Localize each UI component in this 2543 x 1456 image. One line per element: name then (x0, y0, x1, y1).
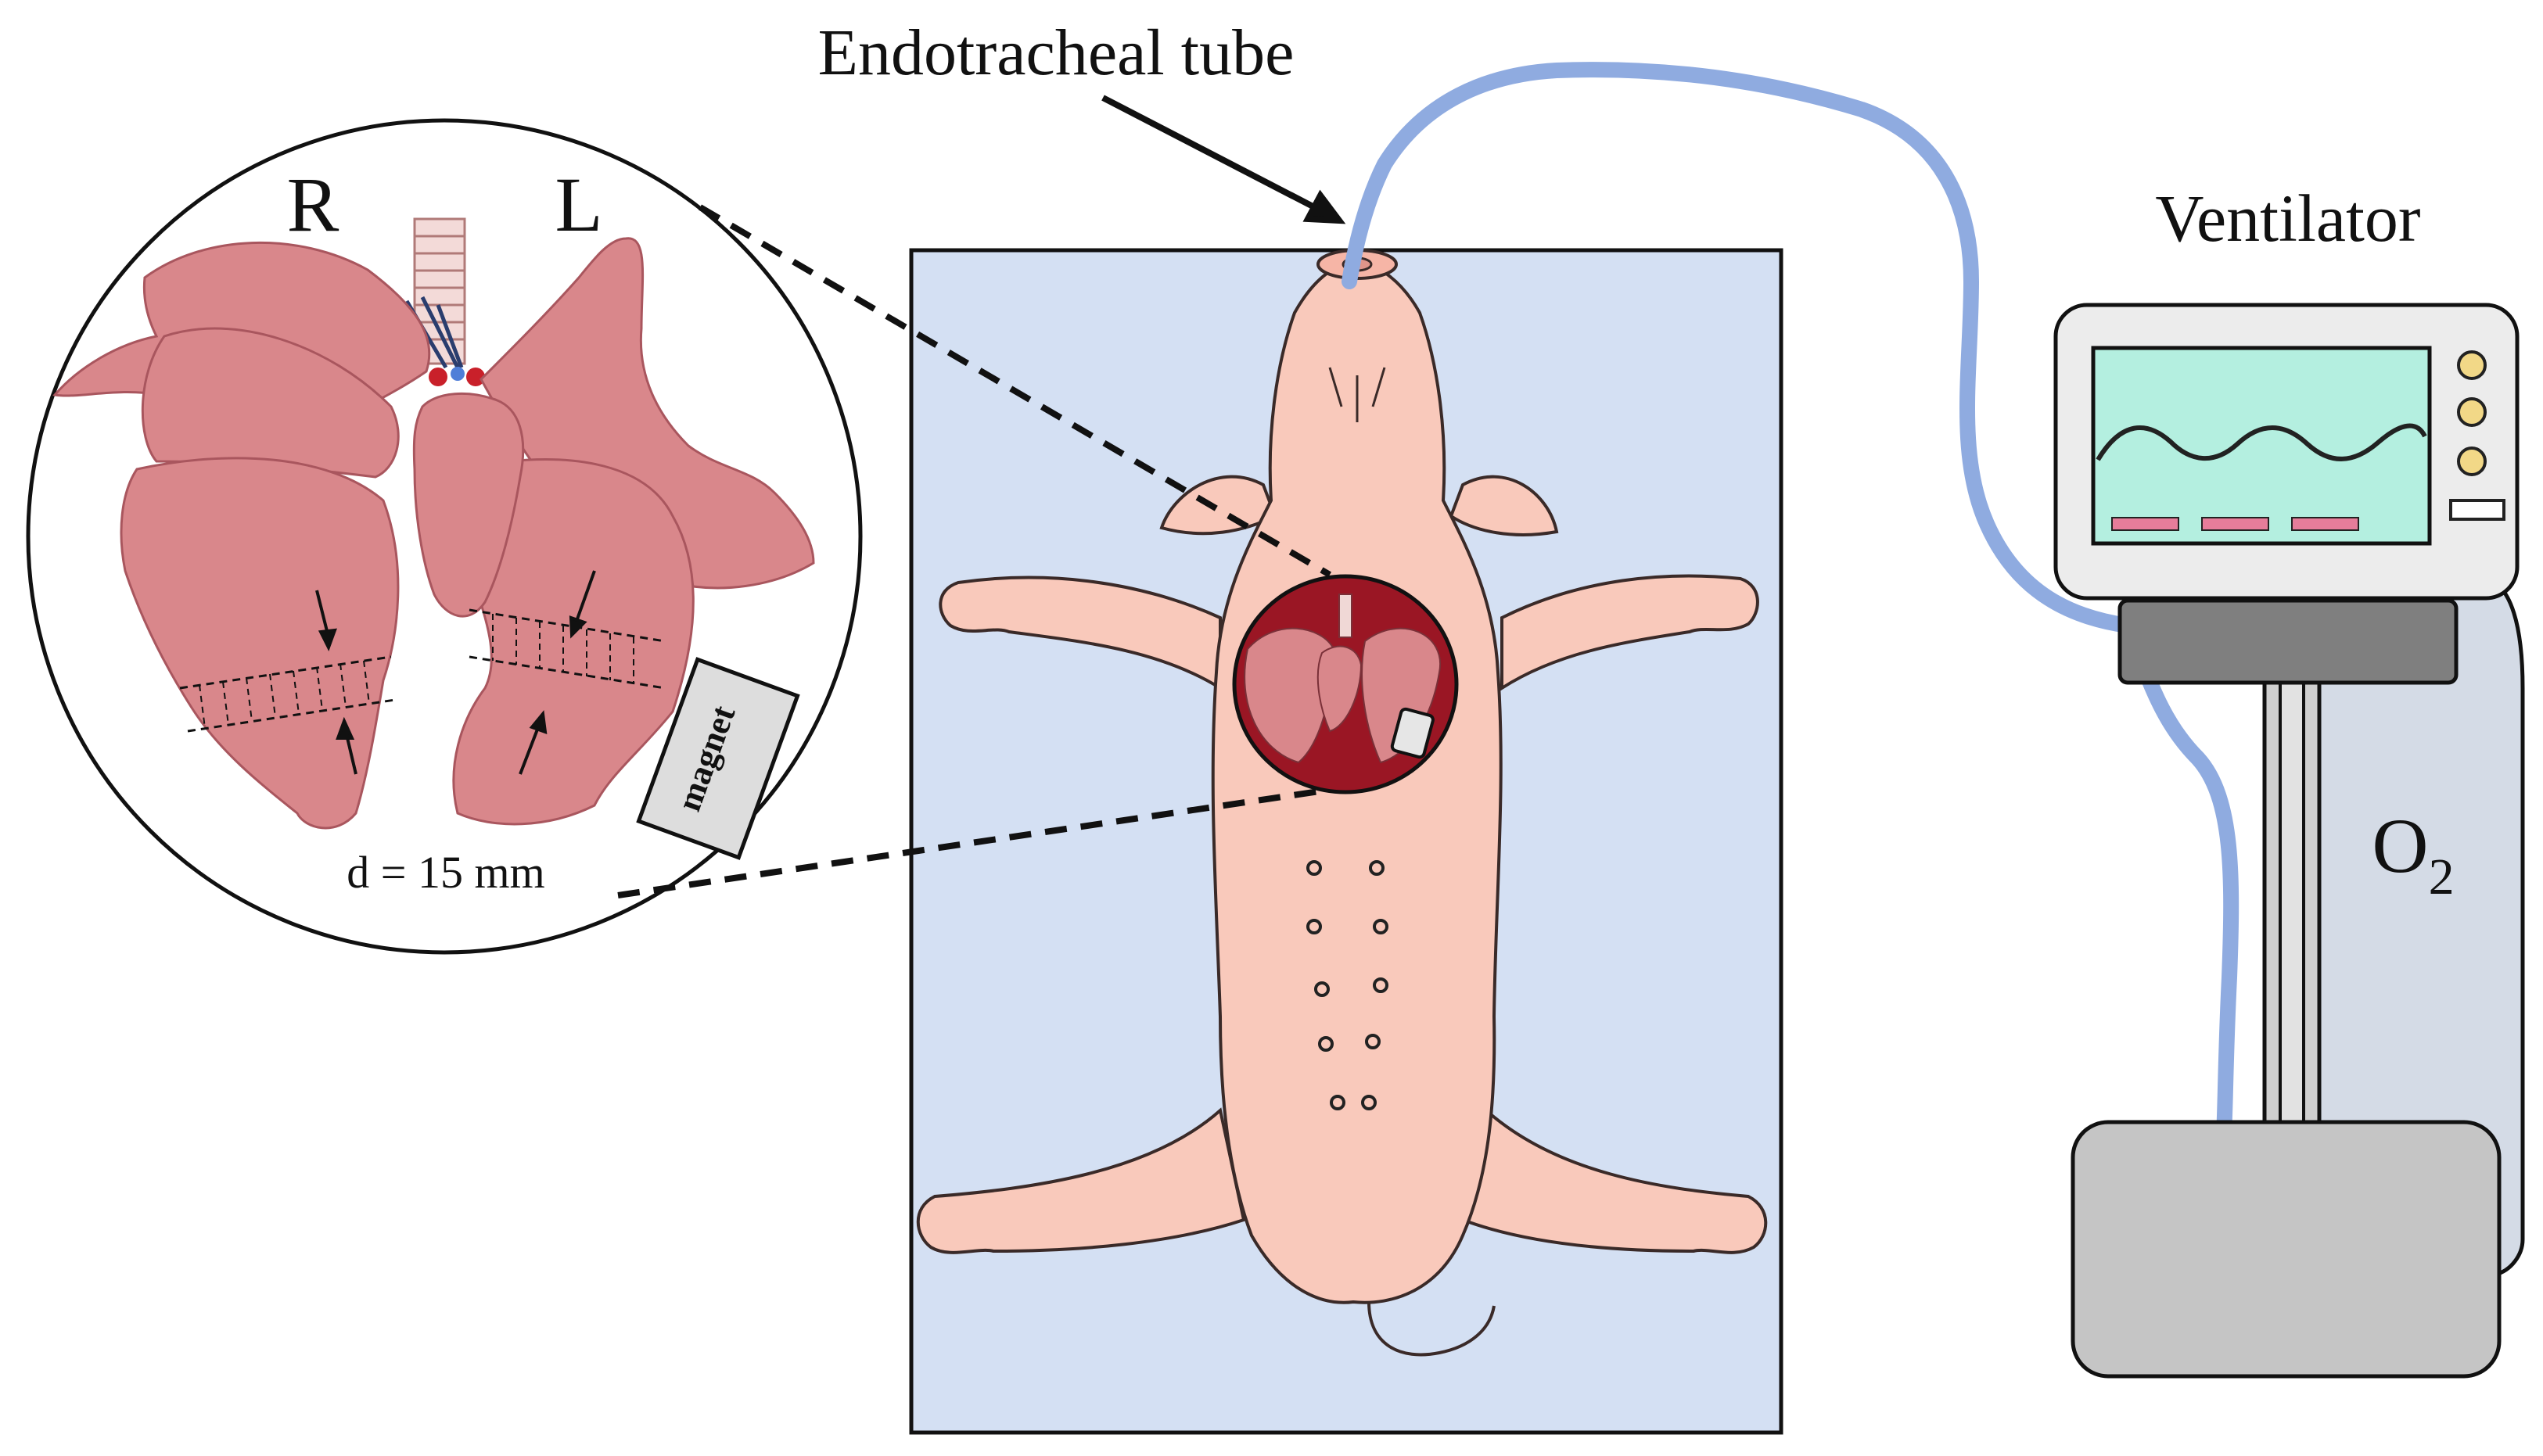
mini-magnet (1390, 707, 1435, 759)
measurement-arrows (315, 570, 596, 775)
pig-tail (1367, 1301, 1496, 1357)
oxygen-label-subscript: 2 (2429, 848, 2455, 906)
svg-text:O2: O2 (2372, 802, 2454, 906)
right-lower-lobe (120, 457, 400, 830)
left-lung-label: L (555, 161, 602, 248)
accessory-lobe (412, 392, 525, 618)
right-middle-lobe (141, 327, 400, 479)
knob-icon (2457, 350, 2487, 380)
tube-pointer-arrow (1101, 95, 1346, 224)
pig-ear-left (1159, 475, 1277, 536)
pig-hindleg-right (1460, 1107, 1768, 1254)
measurement-bands (179, 608, 666, 733)
pig-mouth-marks (1328, 367, 1386, 422)
knob-icon (2457, 446, 2487, 476)
pig-hindleg-left (916, 1107, 1246, 1254)
pig-nipples (1306, 860, 1388, 1110)
screen-indicators (2111, 517, 2359, 531)
magnified-lungs (52, 237, 815, 830)
distance-label: d = 15 mm (347, 847, 544, 898)
mini-trachea (1338, 594, 1352, 638)
endotracheal-tube (1342, 62, 2239, 1142)
ventilator-mount (2117, 598, 2459, 685)
waveform (2096, 423, 2427, 461)
ventilator-label: Ventilator (2155, 181, 2420, 256)
stand-base (2071, 1120, 2502, 1379)
mini-lungs (1244, 627, 1442, 764)
stand-pole-inner (2279, 679, 2305, 1135)
zoom-lines (617, 204, 1332, 898)
lobe-gap (426, 619, 476, 680)
ventilator-screen (2091, 346, 2432, 546)
endotracheal-tube-label: Endotracheal tube (818, 16, 1295, 89)
knob-icon (2457, 397, 2487, 427)
ventilator-display-slot (2449, 499, 2505, 521)
magnet-block: magnet (636, 657, 800, 860)
control-knobs (2457, 350, 2487, 476)
pig-ear-right (1449, 475, 1559, 536)
right-lung-label: R (287, 161, 339, 248)
oxygen-label: O2 (2372, 802, 2454, 906)
pig-foreleg-right (1500, 574, 1759, 691)
pig-foreleg-left (939, 576, 1222, 691)
oxygen-label-base: O (2372, 802, 2428, 889)
